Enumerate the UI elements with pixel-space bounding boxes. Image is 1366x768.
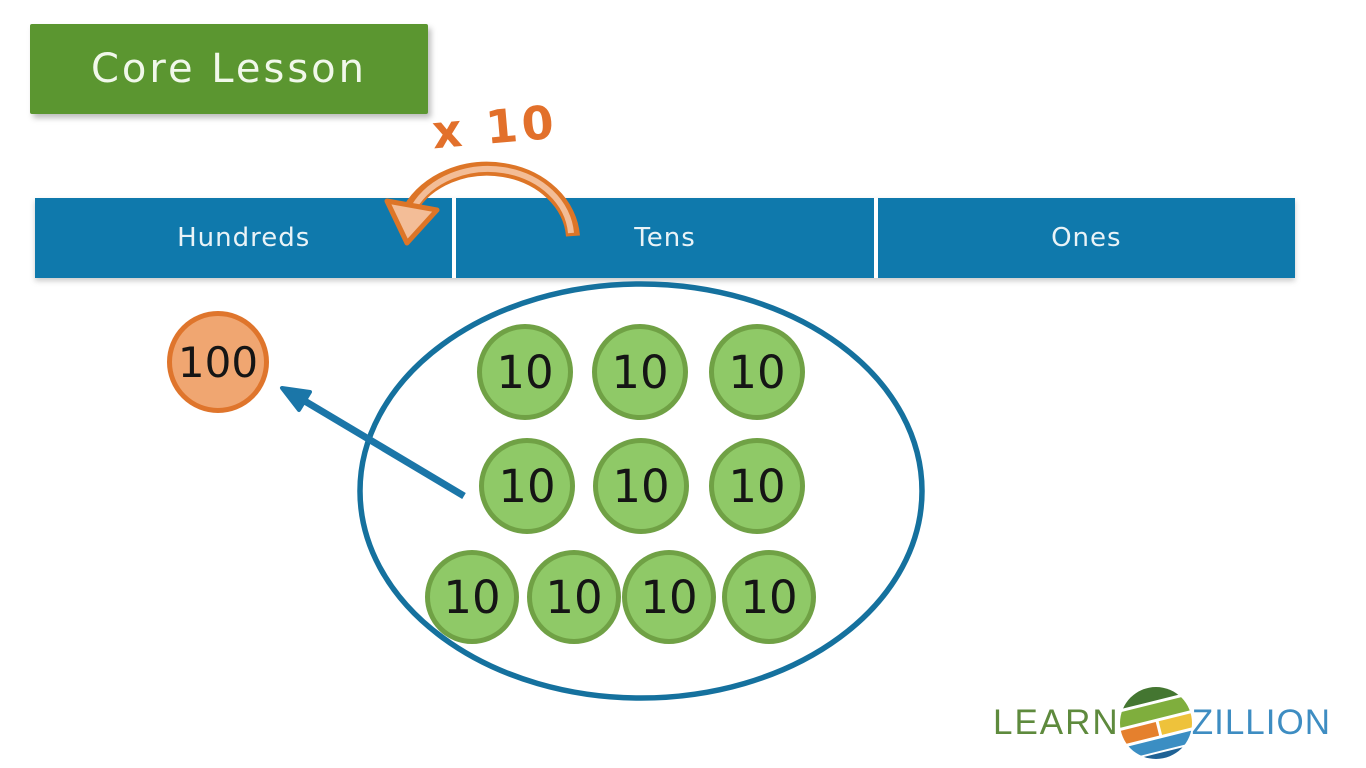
title-banner: Core Lesson xyxy=(30,24,428,114)
column-ones: Ones xyxy=(877,198,1295,278)
ten-coin: 10 xyxy=(622,550,716,644)
ten-coin-value: 10 xyxy=(498,459,556,513)
hundred-coin-value: 100 xyxy=(177,337,259,387)
place-value-table: Hundreds Tens Ones xyxy=(35,198,1295,278)
ten-coin-value: 10 xyxy=(728,459,786,513)
hundred-coin: 100 xyxy=(167,311,269,413)
ten-coin: 10 xyxy=(722,550,816,644)
ten-coin-value: 10 xyxy=(545,570,603,624)
column-hundreds: Hundreds xyxy=(35,198,453,278)
ten-coin: 10 xyxy=(709,438,805,534)
ten-coin: 10 xyxy=(592,324,688,420)
ten-coin-value: 10 xyxy=(443,570,501,624)
column-hundreds-label: Hundreds xyxy=(177,223,311,253)
ten-coin: 10 xyxy=(477,324,573,420)
learnzillion-logo: LEARN ZILLION xyxy=(993,686,1331,760)
ten-coin-value: 10 xyxy=(611,345,669,399)
ten-coin: 10 xyxy=(527,550,621,644)
column-ones-label: Ones xyxy=(1051,223,1122,253)
ten-coin: 10 xyxy=(479,438,575,534)
ten-coin: 10 xyxy=(709,324,805,420)
ten-coin-value: 10 xyxy=(612,459,670,513)
ten-coin-value: 10 xyxy=(496,345,554,399)
logo-zillion-text: ZILLION xyxy=(1191,703,1331,742)
ten-coin-value: 10 xyxy=(740,570,798,624)
ten-coin-value: 10 xyxy=(640,570,698,624)
column-tens-label: Tens xyxy=(634,223,696,253)
page-title: Core Lesson xyxy=(91,46,367,92)
globe-icon xyxy=(1119,687,1192,759)
logo-learn-text: LEARN xyxy=(993,703,1120,742)
ten-coin-value: 10 xyxy=(728,345,786,399)
ten-coin: 10 xyxy=(425,550,519,644)
ten-coin: 10 xyxy=(593,438,689,534)
